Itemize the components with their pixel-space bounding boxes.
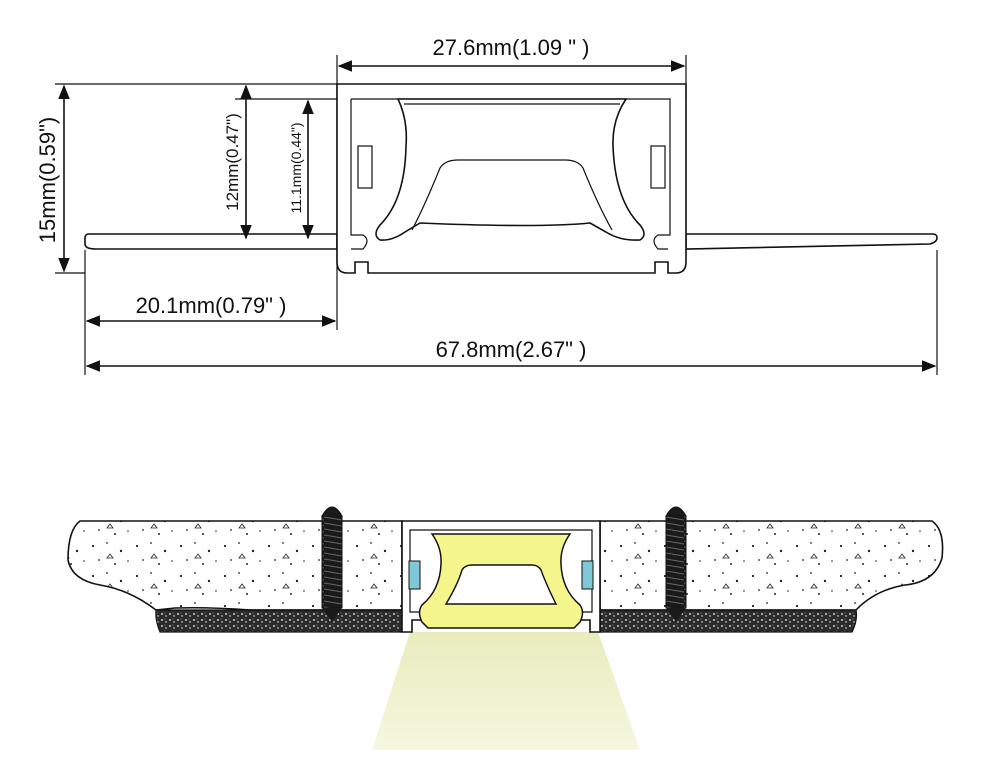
dimension-top-width-label: 27.6mm(1.09 " )	[433, 35, 590, 60]
aluminum-profile	[84, 83, 938, 274]
substrate-right	[599, 609, 858, 633]
clip-right	[581, 560, 594, 590]
dimension-total-height-label: 15mm(0.59")	[35, 117, 60, 243]
dimension-diffuser-height: 11.1mm(0.44")	[288, 99, 314, 240]
substrate-left	[155, 609, 403, 633]
dimension-flange-width-label: 20.1mm(0.79" )	[136, 293, 287, 318]
installed-profile	[401, 520, 601, 633]
drywall-left	[67, 520, 403, 611]
light-beam	[372, 632, 640, 750]
drywall-right	[599, 520, 944, 611]
dimension-inner-height: 12mm(0.47")	[223, 84, 252, 240]
screw-left	[321, 506, 343, 622]
dimension-total-width-label: 67.8mm(2.67" )	[436, 337, 587, 362]
dimension-total-width: 67.8mm(2.67" )	[85, 337, 937, 372]
screw-right	[665, 506, 687, 622]
clip-left	[408, 560, 421, 590]
top-profile-drawing: 27.6mm(1.09 " ) 15mm(0.59") 12mm(0.47") …	[35, 35, 938, 375]
dimension-inner-height-label: 12mm(0.47")	[223, 113, 242, 211]
dimension-total-height: 15mm(0.59")	[35, 84, 70, 273]
installation-illustration	[67, 506, 944, 750]
dimension-diffuser-height-label: 11.1mm(0.44")	[288, 122, 304, 213]
dimension-flange-width: 20.1mm(0.79" )	[85, 293, 337, 327]
dimension-top-width: 27.6mm(1.09 " )	[337, 35, 686, 72]
